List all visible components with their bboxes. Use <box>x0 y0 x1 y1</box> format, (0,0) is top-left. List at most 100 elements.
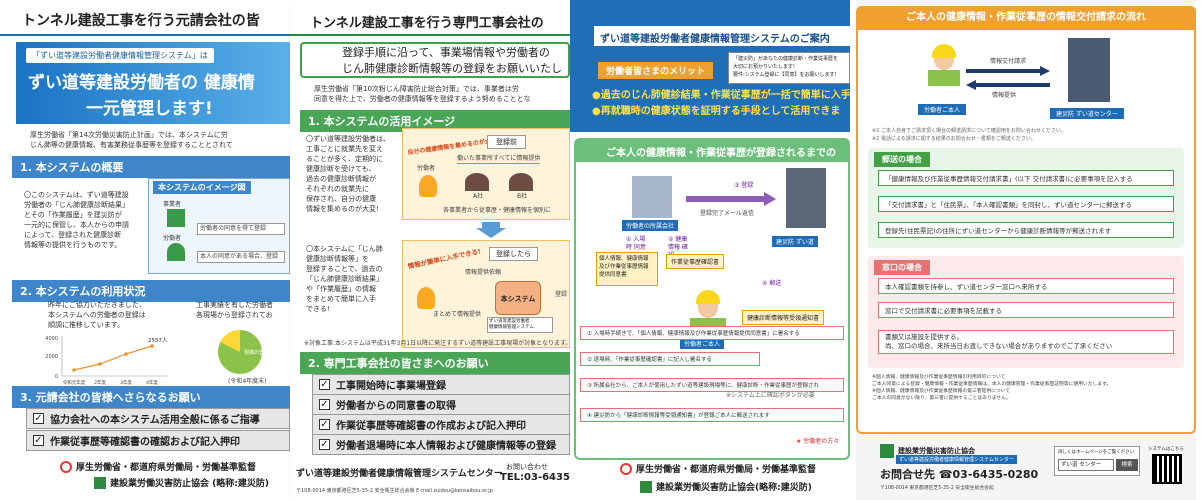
p3-list3: ③ 所属会社から、ご本人が使用したずい道等建設現場等に、健康診断・作業従事歴が登… <box>580 378 844 392</box>
p2-check3-text: 作業従事歴等確認書の作成および記入押印 <box>336 421 526 432</box>
p4-mail-step3: 登録先(住民票記)の住所にずい道センターから健康診断情報等が郵送されます <box>878 222 1174 238</box>
p1-header-title: トンネル建設工事を行う元請会社の皆 <box>22 13 260 29</box>
p3-record-box: 作業従事歴確認書 <box>666 254 725 269</box>
p2-site-b: B社 <box>517 193 528 200</box>
p3-list3-note: ※システム上に確認ボタンが必要 <box>726 392 815 399</box>
p1-sec1-text: 〇このシステムは、ずい道等建設 労働者の「じん肺健康診断結果」 とその「作業履歴… <box>24 191 129 249</box>
p3-company-label: 労働者の所属会社 <box>622 220 679 231</box>
p3-kensaibo-label: 建災防 ずい道 <box>772 236 818 247</box>
kensaibo-logo-icon <box>94 476 106 489</box>
p3-auto-mail: 登録完了メール返信 <box>700 210 755 217</box>
p2-left-text2: 〇本システムに「じん肺 健康診断情報等」を 登録することで、過去の 「じん肺健康… <box>306 245 383 313</box>
checkbox-icon: ✓ <box>33 413 44 424</box>
p4-counter-box: 窓口の場合 本人確認書類を持参し、ずい道センター窓口へ来所する 窓口で交付請求書… <box>868 256 1184 368</box>
p2-before-label: 登録前 <box>487 135 526 149</box>
p1-footer2-text: 建設業労働災害防止協会 (略称:建災防) <box>110 479 269 489</box>
helmet-icon <box>696 290 720 304</box>
p2-intro-text: 厚生労働省「第10次粉じん障害防止総合対策」では、事業者は労 同意を得た上で、労… <box>314 85 531 103</box>
chart-point <box>124 352 128 356</box>
pie-text: 現場の登録 <box>244 349 269 356</box>
panel-request-flow: ご本人の健康情報・作業従事歴の情報交付請求の流れ 労働者ご本人 情報交付請求 情… <box>856 0 1196 500</box>
chart-x-tick: 3年度 <box>120 379 132 386</box>
worker-figure <box>928 44 960 88</box>
p1-check1: ✓ 協力会社への本システム活用全般に係るご指導 <box>26 408 290 429</box>
p1-header: トンネル建設工事を行う元請会社の皆 <box>0 0 290 36</box>
p1-sec2-right-text: 工事実績を有した労働者 各現場から登録されてお <box>196 301 273 319</box>
p1-banner-line2: 一元管理します! <box>86 99 213 119</box>
worker-icon <box>167 243 185 261</box>
p4-note2: ※2 電話による請求に関する結果のお問合わせ・書類をご郵送ください。 <box>872 136 1036 142</box>
p3-footer2: 建設業労働災害防止協会(略称:建災防) <box>640 480 812 493</box>
p2-footer-addr: 〒108-0014 東京都港区芝5-35-2 安全衛生総合会館 E-mail z… <box>296 488 493 494</box>
p2-sec1-title: 1. 本システムの活用イメージ <box>300 110 570 132</box>
p3-flow-box: ご本人の健康情報・作業従事歴が登録されるまでの 労働者の所属会社 建災防 ずい道… <box>574 138 850 460</box>
p3-step1: ① 入場時 同意 <box>626 236 646 251</box>
p1-sec2-title: 2. 本システムの利用状況 <box>12 280 290 302</box>
p1-footer1: 厚生労働省・都道府県労働局・労働基準監督 <box>60 460 256 473</box>
p3-step3: ③ 登録 <box>734 182 754 189</box>
p2-after-box: 情報が簡単に入手できる! 登録したら 情報提供依頼 本システム ずい道等建設労働… <box>402 240 570 348</box>
chart-line <box>73 345 153 371</box>
p3-footer1-text: 厚生労働省・都道府県労働局・労働基準監督 <box>636 465 817 475</box>
p4-header-title: ご本人の健康情報・作業従事歴の情報交付請求の流れ <box>856 6 1196 30</box>
p2-before-note2: 各事業者から従事歴・健康情報を個別に <box>443 207 552 214</box>
checkbox-icon: ✓ <box>319 399 330 410</box>
p1-image-label-a: 事業者 <box>163 201 182 208</box>
p4-counter-title: 窓口の場合 <box>874 260 930 275</box>
p4-search-button[interactable]: 検索 <box>1116 459 1138 471</box>
p4-foot-notes: ※個人情報、健康情報及び作業従事歴情報の利用目的について ご本人同意による登録・… <box>872 375 1112 401</box>
body-icon <box>928 70 960 86</box>
p1-sec3-title: 3. 元請会社の皆様へさらなるお願い <box>12 386 290 408</box>
p4-search-input[interactable]: ずい道 センター <box>1058 459 1114 471</box>
checkbox-icon: ✓ <box>33 435 44 446</box>
chart-x-tick: 令和元年度 <box>63 379 86 386</box>
p4-note1: ※1 ご本人自身でご請求頂く場合の郵送請求について確認用をお問い合わせください。 <box>872 128 1066 134</box>
p1-banner-tag: 「ずい道等建設労働者健康情報管理システム」は <box>26 48 214 63</box>
p4-org2: ずい道等建設労働者健康情報管理システムセンター <box>896 455 1017 464</box>
p3-receipt-box: 健康診断情報等受領通知書 <box>742 310 825 325</box>
chart-value-label: 2557人 <box>148 337 168 344</box>
chart-y-tick: 2000 <box>45 354 58 360</box>
p2-footer-contact: お問い合わせ <box>506 463 548 471</box>
face-icon <box>934 58 954 70</box>
p4-tel: お問合せ先 ☎03-6435-0280 <box>880 468 1039 481</box>
p1-check2-text: 作業従事歴等確認書の確認および記入押印 <box>50 437 240 448</box>
p4-qr-label: システムはこちら <box>1148 447 1184 452</box>
p4-counter-step1: 本人確認書類を持参し、ずい道センター窓口へ来所する <box>878 278 1174 294</box>
site-b-icon <box>509 173 533 191</box>
checkbox-icon: ✓ <box>319 379 330 390</box>
p3-flow-title: ご本人の健康情報・作業従事歴が登録されるまでの <box>576 140 848 162</box>
pie-slice-minor <box>220 329 240 352</box>
p1-sec1-title: 1. 本システムの概要 <box>12 156 290 178</box>
p2-system-label: 本システム <box>495 281 541 315</box>
p1-pie-chart: 現場の登録 <box>218 329 269 374</box>
p1-usage-chart: 4000 2000 0 2557人 令和元年度 2年度 3年度 4年度 <box>45 336 168 386</box>
qr-code-icon[interactable] <box>1152 454 1182 484</box>
p4-counter-step2: 窓口で交付請求書に必要事項を記載する <box>878 302 1174 318</box>
p2-sec2-title: 2. 専門工事会社の皆さまへのお願い <box>300 352 570 374</box>
p2-before-box: 自分の健康情報を集めるのが大変! 登録前 労働者 働いた事業所すべてに情報提供 … <box>402 128 570 220</box>
p2-check2: ✓労働者からの同意書の取得 <box>312 394 570 415</box>
kensaibo-logo-icon <box>640 480 652 493</box>
p4-mail-title: 郵送の場合 <box>874 152 930 167</box>
chart-x-tick: 4年度 <box>146 379 158 386</box>
chart-y-tick: 0 <box>55 374 58 380</box>
p2-before-note: 働いた事業所すべてに情報提供 <box>457 155 541 164</box>
p2-header-title: トンネル建設工事を行う専門工事会社の <box>310 16 544 31</box>
worker-icon <box>419 175 437 197</box>
p3-footer2-text: 建設業労働災害防止協会(略称:建災防) <box>656 483 812 493</box>
p2-bubble1: 自分の健康情報を集めるのが大変! <box>407 136 500 157</box>
p3-list2: ② 退場時、「作業従事歴確認書」に記入し署名する <box>580 352 760 366</box>
panel-prime-contractor: トンネル建設工事を行う元請会社の皆 「ずい道等建設労働者健康情報管理システム」は… <box>0 0 290 500</box>
chart-point <box>150 344 154 348</box>
p3-worker-label: 労働者ご本人 <box>680 338 725 349</box>
p1-image-note2: 本人の同意がある場合、登録 <box>197 251 285 263</box>
p2-site-a: A社 <box>473 193 484 200</box>
chart-x-tick: 2年度 <box>94 379 106 386</box>
p3-merit-label: 労働者皆さまのメリット <box>598 62 714 79</box>
p2-header: トンネル建設工事を行う専門工事会社の <box>290 0 570 36</box>
p2-footer1: ずい道等建設労働者健康情報管理システムセンター <box>296 469 503 479</box>
p4-provide-label: 情報提供 <box>992 92 1017 99</box>
panel-specialty-contractor: トンネル建設工事を行う専門工事会社の 登録手順に沿って、事業場情報や労働者の じ… <box>290 0 570 500</box>
p2-check4-text: 労働者退場時に本人情報および健康情報等の登録 <box>336 441 556 452</box>
